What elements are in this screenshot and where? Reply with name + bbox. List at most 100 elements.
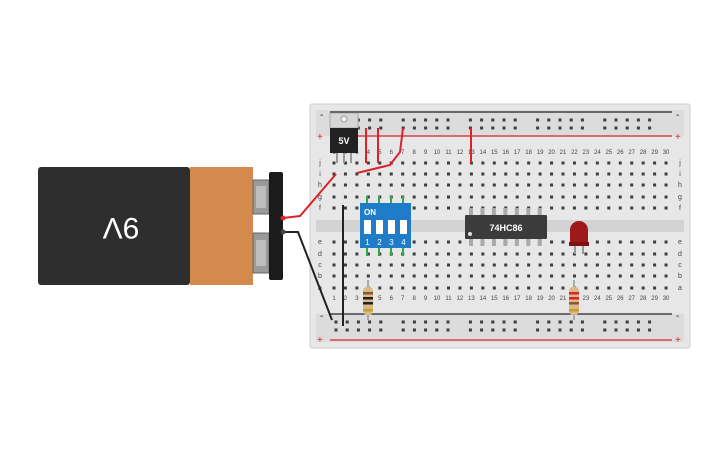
breadboard-hole[interactable] <box>401 263 405 267</box>
rail-hole[interactable] <box>547 118 551 122</box>
breadboard-hole[interactable] <box>607 252 611 256</box>
breadboard-hole[interactable] <box>401 183 405 187</box>
rail-hole[interactable] <box>547 328 551 332</box>
breadboard-hole[interactable] <box>343 195 347 199</box>
breadboard-hole[interactable] <box>641 274 645 278</box>
breadboard-hole[interactable] <box>332 195 336 199</box>
breadboard-hole[interactable] <box>653 286 657 290</box>
breadboard-hole[interactable] <box>366 183 370 187</box>
breadboard-hole[interactable] <box>355 172 359 176</box>
breadboard-hole[interactable] <box>538 286 542 290</box>
breadboard-hole[interactable] <box>332 161 336 165</box>
breadboard-hole[interactable] <box>572 172 576 176</box>
rail-hole[interactable] <box>648 118 652 122</box>
rail-hole[interactable] <box>424 328 428 332</box>
rail-hole[interactable] <box>480 126 484 130</box>
rail-hole[interactable] <box>614 118 618 122</box>
breadboard-hole[interactable] <box>504 274 508 278</box>
breadboard-hole[interactable] <box>630 195 634 199</box>
rail-hole[interactable] <box>569 320 573 324</box>
rail-hole[interactable] <box>625 118 629 122</box>
breadboard-hole[interactable] <box>550 252 554 256</box>
breadboard-hole[interactable] <box>435 161 439 165</box>
rail-hole[interactable] <box>345 328 349 332</box>
rail-hole[interactable] <box>334 328 338 332</box>
rail-hole[interactable] <box>536 320 540 324</box>
breadboard-hole[interactable] <box>607 183 611 187</box>
breadboard-hole[interactable] <box>343 252 347 256</box>
breadboard-hole[interactable] <box>458 263 462 267</box>
breadboard-hole[interactable] <box>527 172 531 176</box>
rail-hole[interactable] <box>368 328 372 332</box>
breadboard-hole[interactable] <box>630 240 634 244</box>
breadboard-hole[interactable] <box>447 195 450 199</box>
breadboard-hole[interactable] <box>572 206 576 210</box>
rail-hole[interactable] <box>580 118 584 122</box>
breadboard-hole[interactable] <box>595 206 599 210</box>
rail-hole[interactable] <box>401 118 405 122</box>
breadboard-hole[interactable] <box>630 161 634 165</box>
breadboard-hole[interactable] <box>653 206 657 210</box>
breadboard-hole[interactable] <box>504 161 508 165</box>
breadboard-hole[interactable] <box>481 195 485 199</box>
rail-hole[interactable] <box>625 126 629 130</box>
breadboard-hole[interactable] <box>343 274 347 278</box>
breadboard-hole[interactable] <box>641 286 645 290</box>
breadboard-hole[interactable] <box>492 252 496 256</box>
breadboard-hole[interactable] <box>561 161 565 165</box>
breadboard-hole[interactable] <box>469 252 473 256</box>
breadboard-hole[interactable] <box>412 206 416 210</box>
wire-power-jumper[interactable] <box>356 127 404 174</box>
breadboard-hole[interactable] <box>641 183 645 187</box>
rail-hole[interactable] <box>379 320 383 324</box>
rail-hole[interactable] <box>401 328 405 332</box>
breadboard-hole[interactable] <box>378 274 382 278</box>
breadboard-hole[interactable] <box>641 263 645 267</box>
rail-hole[interactable] <box>580 320 584 324</box>
breadboard-hole[interactable] <box>355 263 359 267</box>
resistor-left[interactable] <box>363 280 373 320</box>
breadboard-hole[interactable] <box>584 263 588 267</box>
breadboard-hole[interactable] <box>618 206 622 210</box>
breadboard-hole[interactable] <box>447 252 450 256</box>
breadboard-hole[interactable] <box>424 172 428 176</box>
resistor-right[interactable] <box>569 280 579 320</box>
breadboard-hole[interactable] <box>378 172 382 176</box>
breadboard-hole[interactable] <box>481 183 485 187</box>
breadboard-hole[interactable] <box>435 195 439 199</box>
breadboard-hole[interactable] <box>435 172 439 176</box>
rail-hole[interactable] <box>547 320 551 324</box>
rail-hole[interactable] <box>424 320 428 324</box>
breadboard-hole[interactable] <box>378 161 382 165</box>
breadboard-hole[interactable] <box>630 286 634 290</box>
dip-toggle-1[interactable] <box>364 220 371 234</box>
breadboard-hole[interactable] <box>332 183 336 187</box>
breadboard-hole[interactable] <box>618 286 622 290</box>
breadboard-hole[interactable] <box>607 172 611 176</box>
breadboard-hole[interactable] <box>504 183 508 187</box>
rail-hole[interactable] <box>368 126 372 130</box>
breadboard-hole[interactable] <box>424 206 428 210</box>
rail-hole[interactable] <box>569 118 573 122</box>
rail-hole[interactable] <box>435 118 439 122</box>
breadboard-hole[interactable] <box>607 263 611 267</box>
breadboard-hole[interactable] <box>550 286 554 290</box>
rail-hole[interactable] <box>536 126 540 130</box>
breadboard-hole[interactable] <box>618 274 622 278</box>
rail-hole[interactable] <box>345 320 349 324</box>
breadboard-hole[interactable] <box>332 252 336 256</box>
rail-hole[interactable] <box>379 126 383 130</box>
breadboard-hole[interactable] <box>492 172 496 176</box>
breadboard-hole[interactable] <box>561 240 565 244</box>
breadboard-hole[interactable] <box>572 161 576 165</box>
rail-hole[interactable] <box>648 320 652 324</box>
rail-hole[interactable] <box>424 118 428 122</box>
breadboard-hole[interactable] <box>469 274 473 278</box>
breadboard-hole[interactable] <box>412 195 416 199</box>
breadboard-hole[interactable] <box>572 183 576 187</box>
breadboard-hole[interactable] <box>355 240 359 244</box>
rail-hole[interactable] <box>636 118 640 122</box>
breadboard-hole[interactable] <box>653 161 657 165</box>
breadboard-hole[interactable] <box>435 252 439 256</box>
breadboard-hole[interactable] <box>515 195 519 199</box>
